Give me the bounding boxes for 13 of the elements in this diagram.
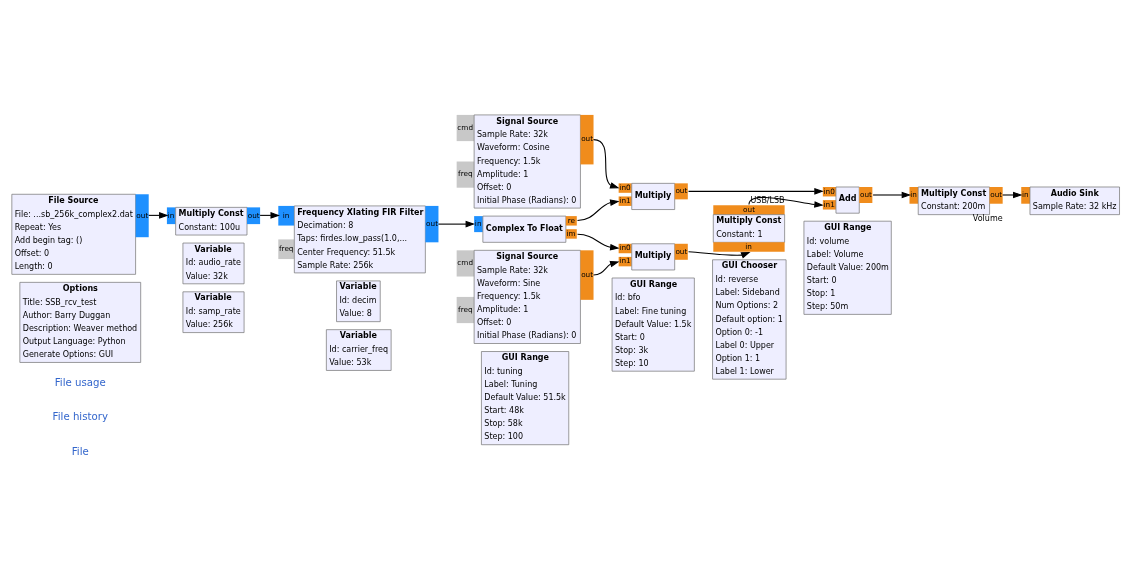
label: File history: [52, 411, 108, 423]
label: File usage: [54, 377, 106, 389]
arrow: [688, 251, 751, 259]
arrow: [1002, 191, 1023, 199]
arrow: [437, 220, 476, 228]
arrow: [593, 260, 620, 276]
arrow: [576, 233, 620, 251]
arrow: [688, 188, 824, 195]
arrow: [576, 199, 620, 221]
arrow: [593, 139, 620, 189]
arrow: [748, 196, 824, 208]
arrow: [872, 191, 912, 199]
label: File: [71, 445, 89, 457]
